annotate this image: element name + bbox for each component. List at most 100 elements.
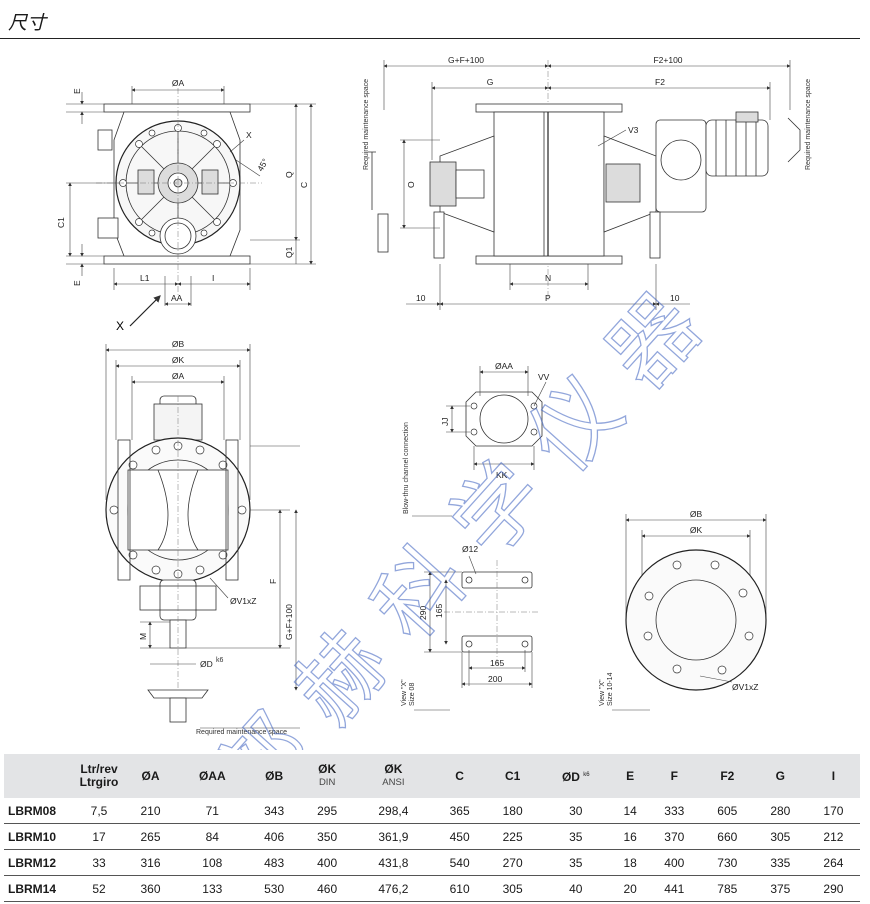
table-header-g: G [775,768,785,783]
viewx1014-label-ok: ØK [690,525,703,535]
bottom-label-m: M [138,633,148,640]
cell-oa: 210 [124,798,178,824]
viewx1014-label-ob: ØB [690,509,703,519]
cell-ob: 343 [247,798,301,824]
side-label-10-left: 10 [416,293,426,303]
front-label-q: Q [284,171,294,178]
viewx08-caption1: View "X" [401,679,408,706]
table-header-ok-din: ØK DIN [301,754,354,798]
table-header-model [4,754,74,798]
cell-e: 14 [612,798,648,824]
cell-oa: 316 [124,849,178,876]
table-row: LBRM12 33 316 108 483 400 431,8 540 270 … [4,849,860,876]
cell-oa: 265 [124,823,178,850]
front-label-e-bottom: E [72,280,82,286]
bottom-view: ØB ØK ØA ØV1xZ [105,339,300,736]
cell-f: 400 [647,849,701,876]
cell-f2: 660 [700,823,754,850]
row-model: LBRM10 [4,823,74,850]
side-label-10-right: 10 [670,293,680,303]
viewx08-label-200: 200 [488,674,502,684]
front-label-e-top: E [72,88,82,94]
cell-ok-din: 350 [300,823,354,850]
cell-ob: 406 [247,823,301,850]
viewx08-label-290: 290 [418,606,428,620]
viewx08-label-165h: 165 [490,658,504,668]
cell-f2: 605 [700,798,754,824]
table-header-e: E [626,768,635,783]
table-header-ob: ØB [265,768,284,783]
cell-ltr: 52 [74,875,124,902]
cell-od: 40 [539,875,613,902]
front-label-q1: Q1 [284,246,294,258]
cell-ltr: 7,5 [74,798,124,824]
cell-g: 375 [753,875,807,902]
table-header-f: F [670,768,678,783]
cell-f: 333 [647,798,701,824]
header-ltrgiro: Ltrgiro [79,775,119,789]
row-model: LBRM12 [4,849,74,876]
header-od-main: ØD [561,769,580,784]
cell-ok-din: 295 [300,798,354,824]
cell-ltr: 33 [74,849,124,876]
cell-oaa: 108 [177,849,248,876]
viewx08-caption2: Size 08 [409,683,416,706]
cell-od: 35 [539,849,613,876]
cell-i: 212 [806,823,860,850]
watermark-char-5: 仪 [510,360,642,491]
header-ltr-rev: Ltr/rev [80,762,118,776]
cell-c: 540 [433,849,487,876]
cell-ok-ansi: 298,4 [353,798,434,824]
cell-c1: 270 [486,849,540,876]
cell-f: 370 [647,823,701,850]
cell-c: 365 [433,798,487,824]
side-label-gf100: G+F+100 [448,55,484,65]
blowthru-label-oaa: ØAA [495,361,513,371]
bottom-label-oa: ØA [172,371,185,381]
front-label-c: C [299,182,309,188]
header-ok-din-main: ØK [318,762,337,776]
viewx1014-label-ov1xz: ØV1xZ [732,682,758,692]
front-label-c1: C1 [56,217,66,228]
cell-e: 16 [612,823,648,850]
table-header-row: Ltr/rev Ltrgiro ØA ØAA ØB ØK DIN ØK ANSI… [4,754,860,798]
cell-f: 441 [647,875,701,902]
cell-oaa: 71 [177,798,248,824]
cell-c1: 305 [486,875,540,902]
bottom-label-ob: ØB [172,339,185,349]
cell-f2: 785 [700,875,754,902]
side-label-v3: V3 [628,125,639,135]
technical-drawing: ØA E X 45° Q C Q1 C1 E [56,55,812,750]
viewx08-label-165v: 165 [434,604,444,618]
side-label-f2100: F2+100 [653,55,682,65]
side-view: G+F+100 F2+100 G F2 [363,55,812,310]
bottom-maintenance: Required maintenance space [196,729,287,736]
row-model: LBRM08 [4,798,74,824]
cell-ok-ansi: 361,9 [353,823,434,850]
table-header-ok-ansi: ØK ANSI [354,754,433,798]
viewx08-label-o12: Ø12 [462,544,478,554]
cell-ok-din: 460 [300,875,354,902]
front-label-x: X [246,130,252,140]
cell-c: 610 [433,875,487,902]
table-header-od: ØD k6 [539,754,612,798]
cell-ob: 483 [247,849,301,876]
side-label-p: P [545,293,551,303]
side-label-f2: F2 [655,77,665,87]
front-view: ØA E X 45° Q C Q1 C1 E [56,78,316,333]
header-ok-din-sub: DIN [318,777,336,788]
table-header-f2: F2 [720,768,735,783]
blowthru-label-jj: JJ [440,418,450,427]
front-label-aa: AA [171,293,183,303]
blowthru-label-kk: KK [496,470,508,480]
front-label-45: 45° [255,157,270,173]
row-model: LBRM14 [4,875,74,902]
table-row: LBRM10 17 265 84 406 350 361,9 450 225 3… [4,823,860,850]
front-label-l1: L1 [140,273,150,283]
bottom-label-ok: ØK [172,355,185,365]
header-ok-ansi-sub: ANSI [382,777,405,788]
watermark-char-4: 学 [432,444,564,575]
cell-ltr: 17 [74,823,124,850]
cell-i: 290 [806,875,860,902]
bottom-label-od-sup: k6 [216,657,224,664]
